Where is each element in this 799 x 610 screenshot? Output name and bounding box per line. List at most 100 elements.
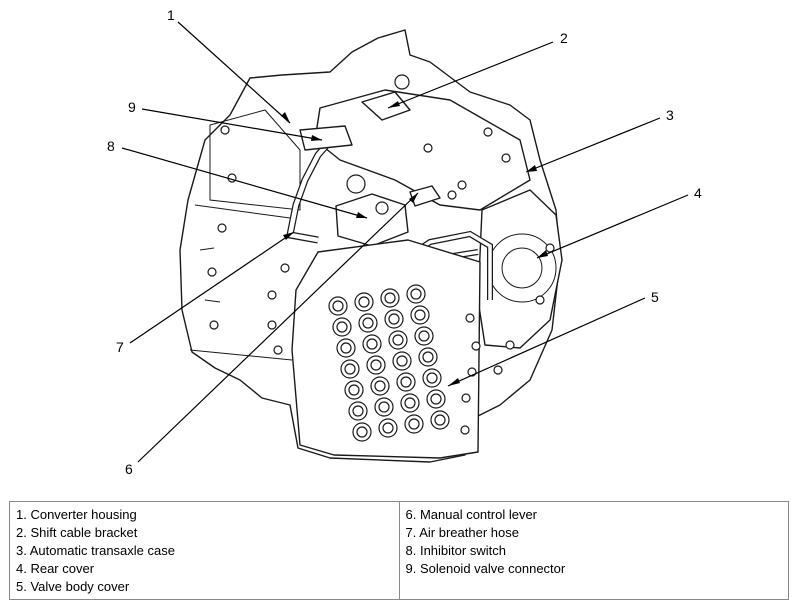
cover-boss: [384, 292, 396, 304]
air-breather-hose-inner: [287, 128, 342, 243]
cover-boss: [362, 317, 374, 329]
leader-line-4: [536, 194, 689, 259]
housing-bolt: [209, 320, 219, 330]
legend-item: 4. Rear cover: [16, 561, 95, 576]
housing-rib: [189, 204, 293, 361]
cover-boss: [430, 393, 442, 405]
cover-boss: [374, 380, 386, 392]
legend-item: 7. Air breather hose: [405, 525, 519, 540]
arrow-head-5: [448, 378, 460, 386]
housing-bolt: [461, 393, 471, 403]
cover-boss: [410, 288, 422, 300]
callout-3: 3: [666, 107, 674, 123]
housing-bolt: [460, 425, 470, 435]
housing-bolt: [505, 340, 515, 350]
leader-line-6: [137, 192, 419, 463]
transaxle-drawing: 1 2 3 4 5 6 7 8 9: [107, 7, 702, 477]
cover-boss: [356, 426, 368, 438]
cover-boss: [426, 372, 438, 384]
cover-boss: [418, 330, 430, 342]
transaxle-case-top: [314, 89, 531, 211]
housing-bolt: [220, 125, 230, 135]
cover-boss: [340, 342, 352, 354]
arrow-head-1: [281, 112, 290, 123]
cover-boss: [388, 313, 400, 325]
legend-column-right: 6. Manual control lever 7. Air breather …: [398, 502, 789, 599]
rear-cover-hub: [501, 247, 543, 289]
housing-bolt: [471, 341, 481, 351]
housing-bolt: [501, 153, 511, 163]
parts-legend-table: 1. Converter housing 2. Shift cable brac…: [9, 501, 789, 600]
legend-item: 6. Manual control lever: [405, 507, 538, 522]
shift-cable-bracket: [361, 91, 411, 121]
callout-9: 9: [128, 99, 136, 115]
leader-line-3: [525, 117, 661, 173]
leader-line-8: [121, 147, 368, 219]
legend-item: 1. Converter housing: [16, 507, 137, 522]
cover-boss: [404, 397, 416, 409]
arrow-head-9: [311, 135, 322, 141]
arrow-head-4: [537, 250, 548, 258]
housing-bolt: [207, 267, 217, 277]
legend-item: 3. Automatic transaxle case: [16, 543, 175, 558]
cover-boss: [344, 363, 356, 375]
leader-line-7: [129, 231, 295, 344]
housing-bolts: [207, 125, 555, 435]
arrow-head-8: [356, 212, 367, 218]
cover-boss: [336, 321, 348, 333]
legend-column-left: 1. Converter housing 2. Shift cable brac…: [10, 502, 399, 599]
cover-boss: [434, 414, 446, 426]
legend-item: 8. Inhibitor switch: [405, 543, 506, 558]
leader-line-2: [387, 41, 554, 109]
switch-port: [346, 174, 366, 194]
cover-boss: [348, 384, 360, 396]
cover-boss: [358, 296, 370, 308]
housing-panel: [209, 109, 301, 211]
housing-bolt: [423, 143, 433, 153]
arrow-head-2: [388, 101, 400, 108]
housing-bolt: [535, 295, 545, 305]
cover-boss: [400, 376, 412, 388]
housing-bolt: [493, 365, 503, 375]
callout-4: 4: [694, 185, 702, 201]
cover-boss: [408, 418, 420, 430]
cover-boss: [352, 405, 364, 417]
cover-boss: [422, 351, 434, 363]
leader-line-9: [141, 108, 323, 141]
callout-1: 1: [167, 7, 175, 23]
bracket-bolt: [394, 74, 410, 90]
housing-bolt: [447, 190, 457, 200]
callout-2: 2: [560, 30, 568, 46]
cover-boss: [392, 334, 404, 346]
rear-cover: [477, 189, 563, 349]
legend-item: 2. Shift cable bracket: [16, 525, 138, 540]
valve-body-cover-bosses: [328, 284, 450, 442]
inhibitor-switch: [335, 193, 409, 247]
callout-5: 5: [651, 289, 659, 305]
cover-boss: [366, 338, 378, 350]
housing-bolt: [273, 345, 283, 355]
legend-item: 5. Valve body cover: [16, 579, 130, 594]
callout-7: 7: [116, 339, 124, 355]
housing-bolt: [457, 180, 467, 190]
housing-bolt: [483, 127, 493, 137]
housing-bolt: [267, 320, 277, 330]
legend-item: 9. Solenoid valve connector: [405, 561, 566, 576]
leader-line-1: [177, 21, 291, 124]
arrow-head-7: [283, 232, 294, 240]
arrow-head-3: [526, 165, 537, 172]
cover-boss: [382, 422, 394, 434]
housing-bolt: [280, 263, 290, 273]
solenoid-valve-connector: [299, 125, 353, 151]
cover-boss: [370, 359, 382, 371]
cover-boss: [332, 300, 344, 312]
cover-boss: [396, 355, 408, 367]
arrow-head-6: [409, 193, 418, 203]
cover-boss: [378, 401, 390, 413]
leader-line-5: [447, 297, 646, 387]
callout-8: 8: [107, 138, 115, 154]
switch-pivot: [375, 201, 389, 215]
housing-bolt: [217, 223, 227, 233]
housing-bolt: [267, 290, 277, 300]
cover-boss: [414, 309, 426, 321]
